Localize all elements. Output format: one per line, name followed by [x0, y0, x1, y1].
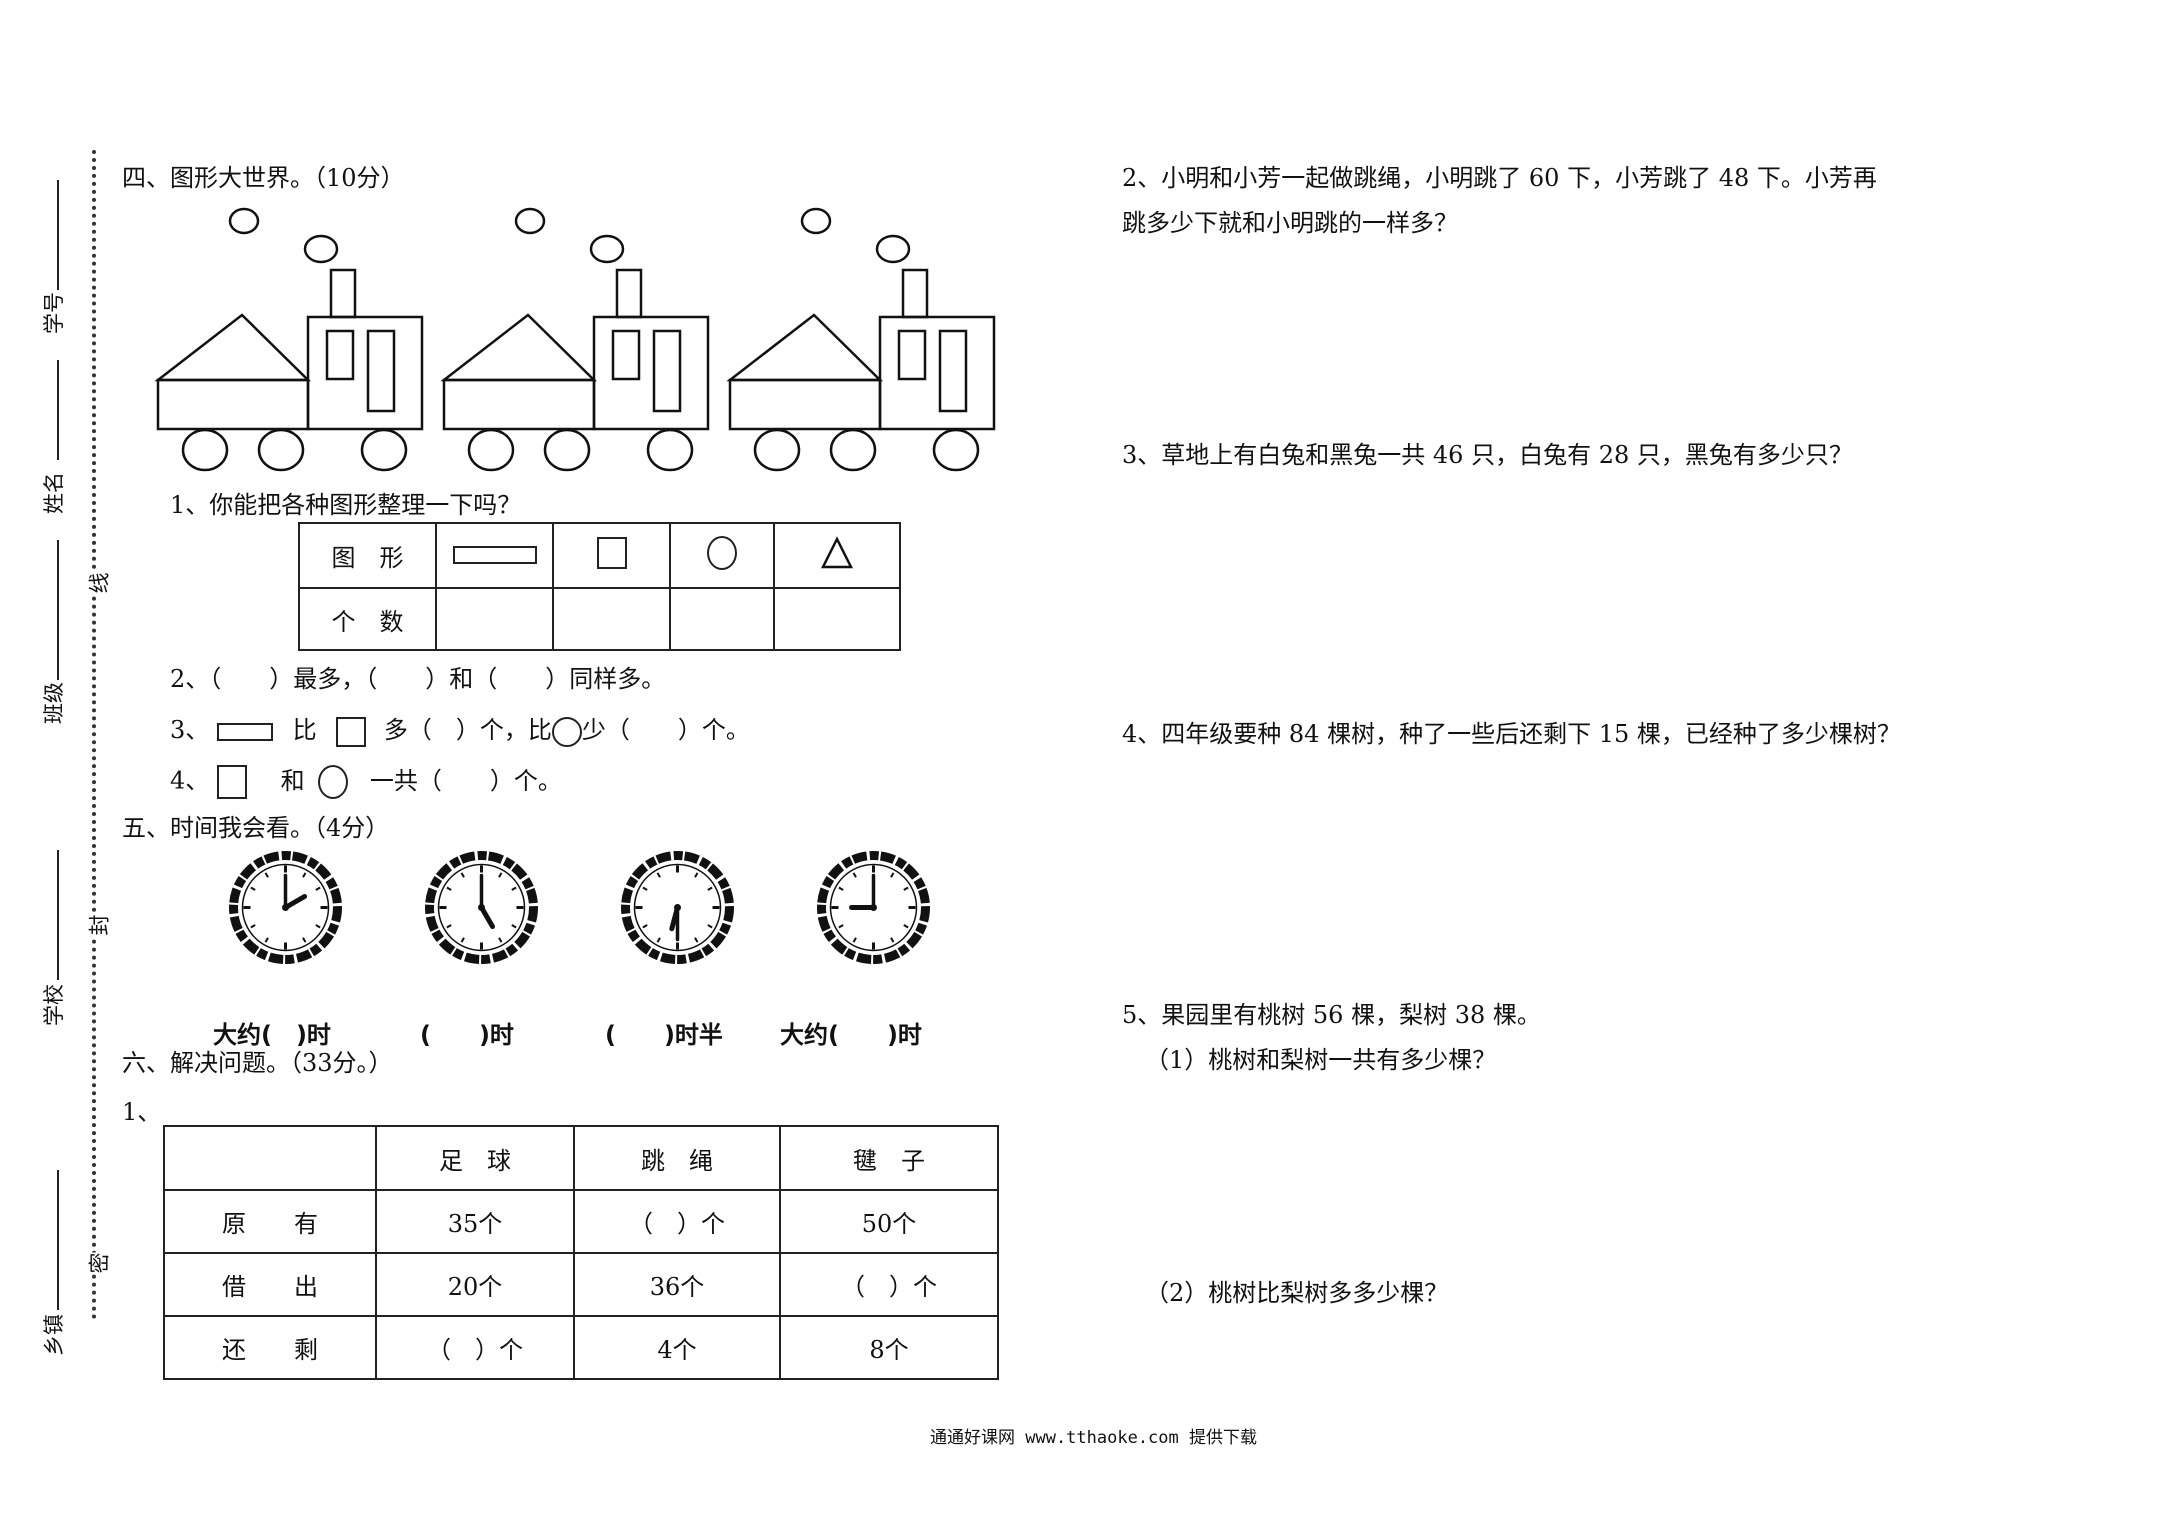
- table-cell: 8个: [779, 1315, 999, 1380]
- row-label-original: 原 有: [163, 1189, 377, 1254]
- long-rectangle-icon: [216, 722, 273, 741]
- square-icon: [596, 536, 627, 569]
- section6-title: 六、解决问题。（33分。）: [122, 1049, 393, 1077]
- clock-answer-1: 大约( )时: [213, 1021, 331, 1049]
- q3-bi: 比: [292, 716, 317, 744]
- table-row: 原 有 35个 （ ）个 50个: [163, 1189, 999, 1254]
- q3-mid: 多（ ）个，比: [383, 716, 552, 744]
- shape-table-col-square: [552, 522, 671, 589]
- train-1: [154, 207, 424, 472]
- seal-char-mi: 密: [83, 1252, 114, 1274]
- seal-char-feng: 封: [83, 914, 114, 936]
- clock-answer-3: ( )时半: [605, 1021, 723, 1049]
- clock-face-4: [817, 851, 930, 964]
- circle-icon: [551, 716, 582, 747]
- q3-end: 少（ ）个。: [581, 716, 750, 744]
- table-header-shuttlecock: 毽 子: [779, 1125, 999, 1191]
- shape-count-cell[interactable]: [669, 587, 775, 651]
- section4-q2: 2、（ ）最多，（ ）和（ ）同样多。: [170, 665, 666, 693]
- margin-label-xuehao: 学号: [42, 292, 66, 334]
- table-cell: （ ）个: [779, 1252, 999, 1317]
- clock-face-2: [425, 851, 538, 964]
- margin-label-xingming: 姓名: [42, 472, 66, 514]
- right-q3: 3、草地上有白兔和黑兔一共 46 只，白兔有 28 只，黑兔有多少只？: [1122, 441, 1853, 469]
- seal-dotted-line: [92, 150, 96, 1320]
- table-cell: （ ）个: [375, 1315, 575, 1380]
- table-row: 借 出 20个 36个 （ ）个: [163, 1252, 999, 1317]
- table-cell: 35个: [375, 1189, 575, 1254]
- q4-he: 和: [280, 766, 305, 795]
- shape-count-table: 图 形 个 数: [298, 522, 901, 651]
- margin-label-xuexiao: 学校: [42, 984, 66, 1026]
- right-q2-line2: 跳多少下就和小明跳的一样多？: [1122, 209, 1458, 237]
- row-label-remaining: 还 剩: [163, 1315, 377, 1380]
- shape-table-header-shape: 图 形: [298, 522, 437, 589]
- table-cell: 36个: [573, 1252, 781, 1317]
- clock-answer-2: ( )时: [420, 1021, 514, 1049]
- table-cell: 50个: [779, 1189, 999, 1254]
- clock-face-3: [621, 851, 734, 964]
- margin-line-banji: [57, 540, 59, 680]
- train-2: [440, 207, 710, 472]
- footer-credit: 通通好课网 www.tthaoke.com 提供下载: [930, 1428, 1257, 1448]
- clock-face-1: [229, 851, 342, 964]
- table-header-jumprope: 跳 绳: [573, 1125, 781, 1191]
- shape-count-cell[interactable]: [552, 587, 671, 651]
- table-cell: （ ）个: [573, 1189, 781, 1254]
- section5-title: 五、时间我会看。（4分）: [122, 814, 390, 842]
- row-label-lent: 借 出: [163, 1252, 377, 1317]
- right-q5-part2: （2）桃树比梨树多多少棵？: [1145, 1279, 1449, 1307]
- clock-answer-4: 大约( )时: [780, 1021, 922, 1049]
- table-cell: 20个: [375, 1252, 575, 1317]
- q4-end: 一共（ ）个。: [369, 766, 562, 795]
- q3-number: 3、: [170, 716, 210, 744]
- margin-line-xuehao: [57, 180, 59, 290]
- circle-icon: [318, 765, 349, 799]
- margin-label-banji: 班级: [42, 682, 66, 724]
- train-3: [726, 207, 996, 472]
- table-header-football: 足 球: [375, 1125, 575, 1191]
- section4-q4: 4、 和 一共（ ）个。: [170, 765, 562, 799]
- right-q5-part1: （1）桃树和梨树一共有多少棵？: [1145, 1046, 1497, 1074]
- q4-number: 4、: [170, 766, 210, 795]
- shape-table-header-count: 个 数: [298, 587, 437, 651]
- table-header-blank: [163, 1125, 377, 1191]
- right-q4: 4、四年级要种 84 棵树，种了一些后还剩下 15 棵，已经种了多少棵树？: [1122, 720, 1901, 748]
- margin-line-xuexiao: [57, 850, 59, 980]
- table-cell: 4个: [573, 1315, 781, 1380]
- square-icon: [336, 716, 367, 747]
- seal-char-xian: 线: [83, 572, 114, 594]
- section4-q1: 1、你能把各种图形整理一下吗？: [170, 491, 522, 519]
- right-q5: 5、果园里有桃树 56 棵，梨树 38 棵。: [1122, 1001, 1541, 1029]
- shape-table-col-triangle: [773, 522, 901, 589]
- margin-line-xingming: [57, 360, 59, 460]
- section4-q3: 3、 比 多（ ）个，比 少（ ）个。: [170, 715, 750, 747]
- section4-title: 四、图形大世界。（10分）: [122, 164, 405, 192]
- train-illustration: [154, 207, 996, 472]
- margin-label-xiangzhen: 乡镇: [42, 1314, 66, 1356]
- long-rectangle-icon: [452, 545, 537, 564]
- shape-table-col-long-rect: [435, 522, 554, 589]
- square-icon: [216, 765, 247, 799]
- triangle-icon: [820, 535, 854, 568]
- circle-icon: [707, 535, 737, 570]
- table-row: 还 剩 （ ）个 4个 8个: [163, 1315, 999, 1380]
- right-q2-line1: 2、小明和小芳一起做跳绳，小明跳了 60 下，小芳跳了 48 下。小芳再: [1122, 164, 1877, 192]
- margin-line-xiangzhen: [57, 1170, 59, 1310]
- shape-count-cell[interactable]: [773, 587, 901, 651]
- section6-q1-label: 1、: [122, 1098, 162, 1126]
- shape-count-cell[interactable]: [435, 587, 554, 651]
- shape-table-col-circle: [669, 522, 775, 589]
- sports-equipment-table: 足 球 跳 绳 毽 子 原 有 35个 （ ）个 50个 借 出 20个 36个…: [163, 1125, 999, 1380]
